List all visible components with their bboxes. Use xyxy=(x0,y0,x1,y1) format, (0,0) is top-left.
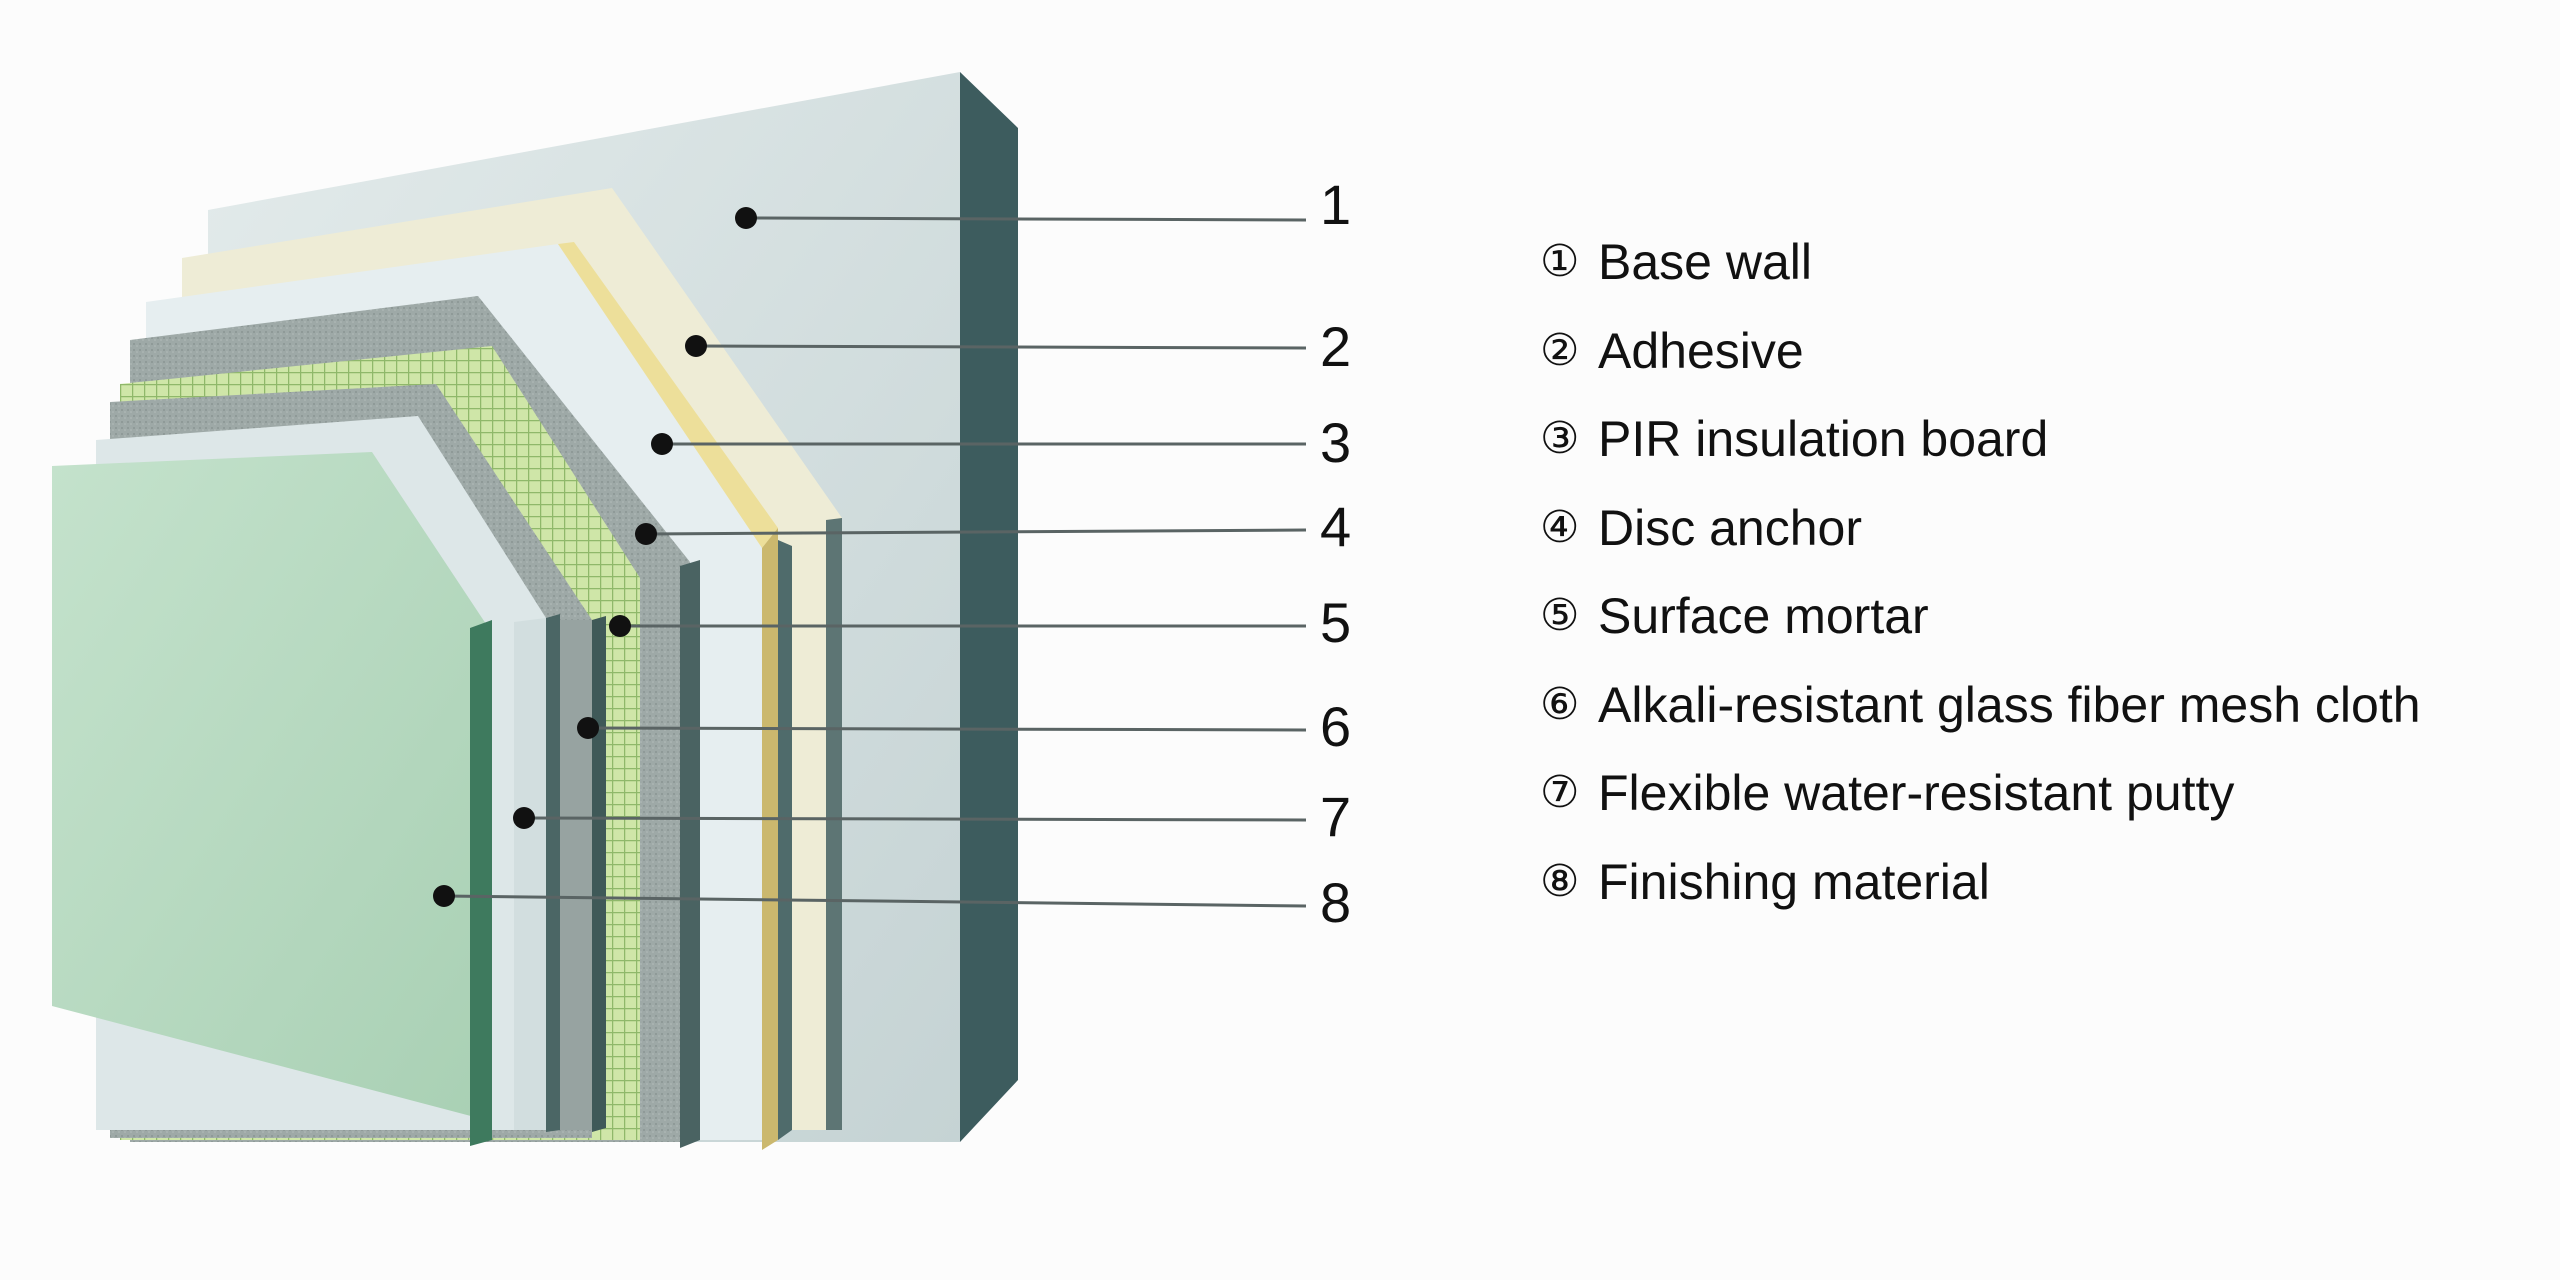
leader-line-4 xyxy=(645,528,1307,536)
leader-dot-6 xyxy=(577,717,599,739)
legend-number: ③ xyxy=(1540,413,1580,465)
leader-dot-7 xyxy=(513,807,535,829)
legend-label: Surface mortar xyxy=(1598,588,1929,645)
leader-line-8 xyxy=(443,894,1307,908)
leader-dot-3 xyxy=(651,433,673,455)
leader-dot-1 xyxy=(735,207,757,229)
legend-label: Flexible water-resistant putty xyxy=(1598,765,2235,822)
legend-item-water-resistant-putty: ⑦ Flexible water-resistant putty xyxy=(1540,749,2421,838)
legend-label: Finishing material xyxy=(1598,853,1990,910)
legend-number: ⑤ xyxy=(1540,590,1580,642)
callout-number-3: 3 xyxy=(1320,411,1351,474)
callout-number-2: 2 xyxy=(1320,315,1351,378)
callout-number-4: 4 xyxy=(1320,495,1351,558)
callout-number-6: 6 xyxy=(1320,695,1351,758)
legend-item-pir-insulation-board: ③ PIR insulation board xyxy=(1540,395,2421,484)
leader-dot-2 xyxy=(685,335,707,357)
leader-line-7 xyxy=(523,816,1307,822)
leader-line-2 xyxy=(695,344,1307,350)
callout-number-8: 8 xyxy=(1320,871,1351,934)
legend-item-base-wall: ① Base wall xyxy=(1540,218,2421,307)
leader-line-1 xyxy=(745,216,1307,222)
legend-label: Base wall xyxy=(1598,234,1812,291)
leader-dot-5 xyxy=(609,615,631,637)
callout-number-7: 7 xyxy=(1320,785,1351,848)
legend-number: ④ xyxy=(1540,501,1580,553)
leader-dot-4 xyxy=(635,523,657,545)
legend-item-surface-mortar: ⑤ Surface mortar xyxy=(1540,572,2421,661)
legend-number: ⑦ xyxy=(1540,767,1580,819)
legend-item-glass-fiber-mesh: ⑥ Alkali-resistant glass fiber mesh clot… xyxy=(1540,661,2421,750)
callout-numbers: 1 2 3 4 5 6 7 8 xyxy=(1320,173,1351,934)
callout-number-5: 5 xyxy=(1320,591,1351,654)
legend-label: Alkali-resistant glass fiber mesh cloth xyxy=(1598,676,2421,733)
legend-label: PIR insulation board xyxy=(1598,411,2049,468)
legend-number: ⑥ xyxy=(1540,678,1580,730)
callout-number-1: 1 xyxy=(1320,173,1351,236)
legend-number: ① xyxy=(1540,236,1580,288)
legend-number: ⑧ xyxy=(1540,855,1580,907)
legend-number: ② xyxy=(1540,324,1580,376)
layer-finishing-material xyxy=(52,452,492,1146)
legend-item-disc-anchor: ④ Disc anchor xyxy=(1540,484,2421,573)
legend-label: Adhesive xyxy=(1598,322,1804,379)
layer-legend: ① Base wall ② Adhesive ③ PIR insulation … xyxy=(1540,218,2421,926)
legend-item-adhesive: ② Adhesive xyxy=(1540,307,2421,396)
leader-dot-8 xyxy=(433,885,455,907)
legend-label: Disc anchor xyxy=(1598,499,1862,556)
legend-item-finishing-material: ⑧ Finishing material xyxy=(1540,838,2421,927)
leader-line-6 xyxy=(587,726,1307,732)
callout-leaders xyxy=(433,207,1307,908)
